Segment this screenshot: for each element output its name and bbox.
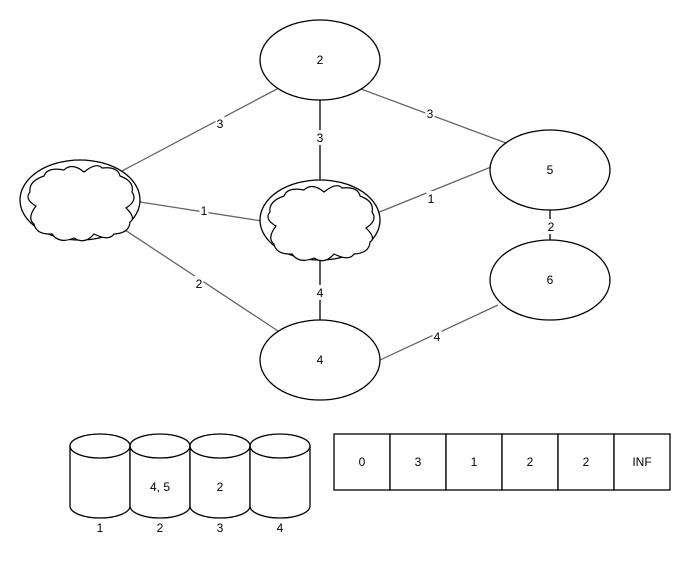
distance-array: 0 3 1 2 2 INF — [333, 433, 671, 491]
cell-box — [501, 433, 559, 491]
node-label: 4 — [317, 353, 324, 367]
edge-weight-bg — [315, 130, 325, 145]
node-ellipse — [489, 239, 611, 321]
edge-weight-label: 4 — [434, 330, 441, 344]
cloud-icon — [27, 165, 135, 242]
edge-weight-bg — [194, 276, 204, 291]
node-ellipse — [259, 319, 381, 401]
bucket-cylinder: 23 — [189, 433, 251, 535]
cylinder-rim — [69, 445, 131, 459]
edge-weight-label: 3 — [317, 131, 324, 145]
cylinder-rim — [249, 445, 311, 459]
edge-weight-label: 2 — [548, 220, 555, 234]
cell-value: INF — [632, 455, 651, 469]
edge-weight-bg — [432, 329, 442, 344]
cylinder-body — [69, 433, 131, 519]
edge-weight-bg — [426, 191, 436, 206]
cloud-icon — [267, 185, 375, 262]
edge-weight-bg — [215, 116, 225, 131]
edge-weight-label: 4 — [317, 286, 324, 300]
distance-cell: 1 — [445, 433, 503, 491]
distance-cell: 2 — [557, 433, 615, 491]
distance-cell: 0 — [333, 433, 391, 491]
cell-value: 0 — [359, 455, 366, 469]
cell-box — [333, 433, 391, 491]
cell-value: 3 — [415, 455, 422, 469]
edge-n3-n5 — [376, 166, 492, 214]
cylinder-rim — [129, 445, 191, 459]
node-ellipse — [259, 19, 381, 101]
nodes-layer: 2 4 5 6 — [19, 19, 611, 401]
node-label: 6 — [547, 273, 554, 287]
bucket-cylinder: 1 — [69, 433, 131, 535]
edge-weight-bg — [199, 203, 209, 218]
edges-layer: 3 1 2 3 3 1 4 2 4 — [119, 88, 556, 361]
distance-cell: 3 — [389, 433, 447, 491]
bucket-index-label: 2 — [157, 521, 164, 535]
node-n5: 5 — [489, 129, 611, 211]
cell-box — [445, 433, 503, 491]
edge-weight-bg — [315, 285, 325, 300]
node-n1 — [19, 159, 141, 242]
cell-value: 1 — [471, 455, 478, 469]
cylinder-rim — [189, 445, 251, 459]
bucket-cylinder: 4, 5 2 — [129, 433, 191, 535]
edge-weight-bg — [546, 219, 556, 234]
cell-value: 2 — [583, 455, 590, 469]
edge-weight-label: 2 — [196, 277, 203, 291]
edge-weight-label: 3 — [427, 107, 434, 121]
bucket-content: 2 — [217, 480, 224, 494]
node-label: 5 — [547, 163, 554, 177]
edge-n1-n2 — [119, 88, 278, 173]
node-n4: 4 — [259, 319, 381, 401]
node-n3 — [259, 179, 381, 262]
bucket-index-label: 4 — [277, 521, 284, 535]
edge-weight-label: 1 — [428, 192, 435, 206]
bucket-cylinder: 4 — [249, 433, 311, 535]
bucket-content: 4, 5 — [150, 480, 170, 494]
node-ellipse — [489, 129, 611, 211]
bucket-index-label: 3 — [217, 521, 224, 535]
distance-cell: INF — [613, 433, 671, 491]
edge-weight-label: 1 — [201, 204, 208, 218]
distance-cell: 2 — [501, 433, 559, 491]
cylinder-body — [189, 433, 251, 519]
edge-weight-label: 3 — [217, 117, 224, 131]
cylinder-body — [249, 433, 311, 519]
cell-value: 2 — [527, 455, 534, 469]
node-n2: 2 — [259, 19, 381, 101]
node-n6: 6 — [489, 239, 611, 321]
edge-weight-bg — [425, 106, 435, 121]
bucket-index-label: 1 — [97, 521, 104, 535]
cell-box — [557, 433, 615, 491]
cylinder-body — [129, 433, 191, 519]
cell-box — [613, 433, 671, 491]
node-label: 2 — [317, 53, 324, 67]
